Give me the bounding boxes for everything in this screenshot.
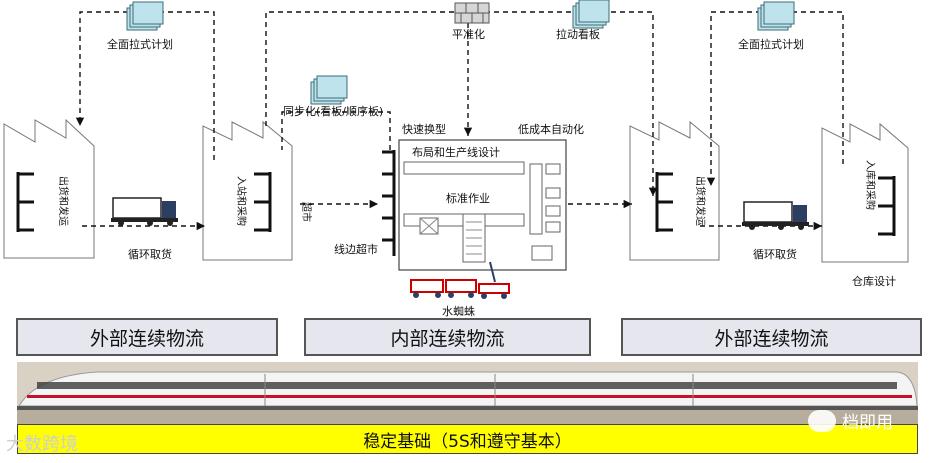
building-supplier [3,118,95,259]
document-icon [572,0,610,29]
label-full-pull-plan-right: 全面拉式计划 [738,37,804,51]
truck-icon [111,197,178,226]
supermarket-label: 超市 [300,202,313,222]
watermark-right: 档即用 [808,408,893,433]
label-pull-kanban: 拉动看板 [556,27,600,41]
wechat-icon [808,409,836,432]
rack-icon [16,150,896,256]
building-outbound [629,120,720,261]
section-external-left: 外部连续物流 [16,318,278,356]
label-layout-design: 布局和生产线设计 [412,145,500,159]
train-image [17,362,918,424]
label-milk-run-right: 循环取货 [753,247,797,261]
truck-icon [742,201,809,230]
section-external-right: 外部连续物流 [621,318,922,356]
label-low-cost-automation: 低成本自动化 [518,122,584,136]
label-warehouse-design: 仓库设计 [852,274,896,288]
label-lineside-supermarket: 线边超市 [334,242,378,256]
building-receiving [202,120,293,261]
foundation-bar: 稳定基础（5S和遵守基本） [17,424,918,454]
production-area [398,139,567,271]
document-icon [757,1,795,31]
label-quick-changeover: 快速换型 [402,122,446,136]
label-standard-work: 标准作业 [446,191,490,205]
water-spider-cart-icon [410,261,510,299]
leveling-box-icon [454,2,490,24]
label-leveling: 平准化 [452,27,485,41]
building-label-warehouse: 入库和采购 [864,160,877,210]
watermark-left: 大数跨境 [6,434,78,455]
watermark-right-text: 档即用 [842,413,893,433]
section-internal: 内部连续物流 [304,318,591,356]
document-icon [126,1,164,31]
label-milk-run-left: 循环取货 [128,247,172,261]
building-label-receiving: 入站和采购 [235,176,248,226]
building-warehouse [821,122,909,263]
building-label-supplier: 出货和发运 [57,176,70,226]
label-water-spider: 水蜘蛛 [442,304,475,318]
label-sync: 同步化(看板/顺序板) [283,104,383,118]
document-icon [310,75,348,105]
label-full-pull-plan-left: 全面拉式计划 [107,37,173,51]
building-label-outbound: 出货和发运 [694,176,707,226]
